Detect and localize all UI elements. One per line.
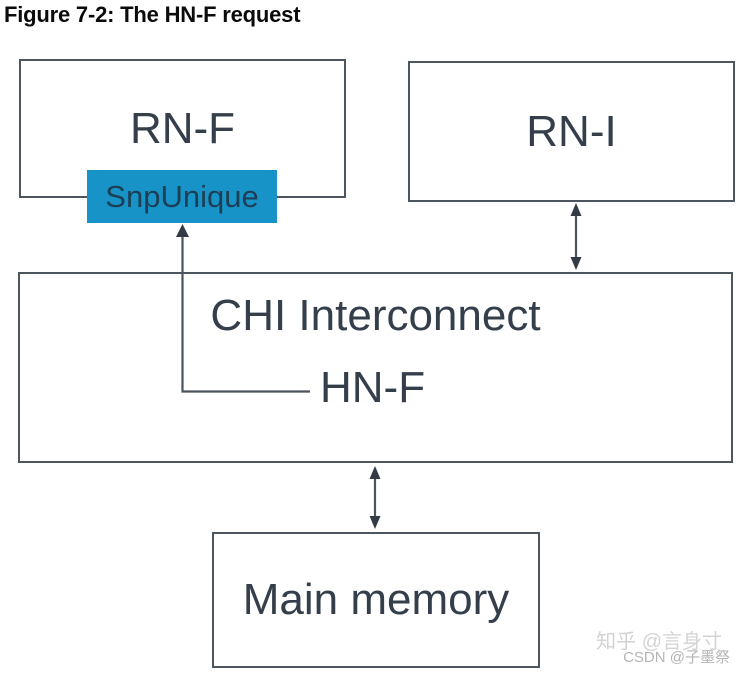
double-arrow-chi-mainmemory	[369, 466, 381, 529]
up-arrowhead-icon	[176, 224, 189, 237]
watermark-csdn: CSDN @子墨祭	[623, 649, 730, 666]
node-main-memory-label: Main memory	[242, 575, 510, 624]
down-arrowhead-icon	[570, 257, 582, 270]
snp-unique-label: SnpUnique	[105, 179, 259, 214]
up-arrowhead-icon	[570, 203, 582, 216]
node-rn-i: RN-I	[408, 61, 735, 202]
node-rn-f-label: RN-F	[129, 103, 236, 153]
snp-unique-badge: SnpUnique	[87, 170, 277, 223]
down-arrowhead-icon	[369, 516, 381, 529]
node-chi-interconnect-label: CHI Interconnect	[210, 291, 541, 340]
double-arrow-rni-chi	[570, 203, 582, 270]
node-main-memory: Main memory	[212, 532, 540, 668]
node-hn-f-label: HN-F	[320, 363, 426, 412]
node-rn-i-label: RN-I	[526, 106, 617, 156]
node-chi-interconnect: CHI Interconnect HN-F	[18, 272, 733, 463]
up-arrowhead-icon	[369, 466, 381, 479]
figure-title: Figure 7-2: The HN-F request	[4, 2, 301, 27]
watermark-zhihu: 知乎 @言身寸	[596, 631, 722, 653]
